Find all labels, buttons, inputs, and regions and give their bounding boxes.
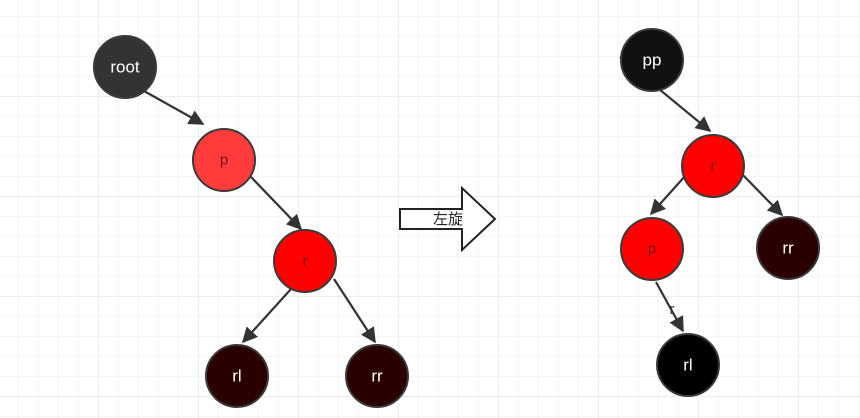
edge-p-r [250,176,303,231]
node-rr-right-label: rr [782,239,794,258]
node-p-right: p [620,217,684,281]
node-r-circle [273,229,337,293]
right-tree-nodes: pp r p rr rl [620,28,820,397]
node-p: p [192,128,256,192]
node-root-circle [93,35,157,99]
left-tree-edges [143,90,376,344]
node-rl-label: rl [232,367,241,386]
edge-root-p [143,90,205,125]
edge-p-rl-label: r [670,301,675,318]
node-rl-circle [205,344,269,408]
node-p-circle [192,128,256,192]
node-rr-right: rr [756,216,820,280]
node-rr-right-circle [756,216,820,280]
right-tree-edges: r [619,56,784,333]
edge-r-rr [333,278,376,344]
node-rl-right-circle [656,333,720,397]
node-rl-right: rl [656,333,720,397]
node-r-right: r [681,134,745,198]
node-r-right-circle [681,134,745,198]
node-r-label: r [303,253,308,270]
node-pp-label: pp [643,51,662,70]
node-rr-label: rr [371,367,383,386]
node-p-right-circle [620,217,684,281]
edge-r-p [649,174,687,216]
rotation-arrow: 左旋 [399,185,497,253]
node-root-label: root [110,58,140,77]
rotation-label: 左旋 [433,210,463,228]
node-rl-right-label: rl [683,356,692,375]
node-p-right-label: p [648,241,656,258]
node-pp: pp [620,28,684,92]
edge-p-rl [655,281,684,333]
node-rr: rr [345,344,409,408]
node-pp-circle [620,28,684,92]
edge-r-rr [740,172,784,217]
node-root: root [93,35,157,99]
node-r-right-label: r [711,158,716,175]
node-p-label: p [220,152,228,169]
edge-r-rl [241,288,292,344]
node-rr-circle [345,344,409,408]
rotation-arrow-shape [399,185,497,253]
node-r: r [273,229,337,293]
node-rl: rl [205,344,269,408]
left-tree-nodes: root p r rl rr [93,35,409,408]
